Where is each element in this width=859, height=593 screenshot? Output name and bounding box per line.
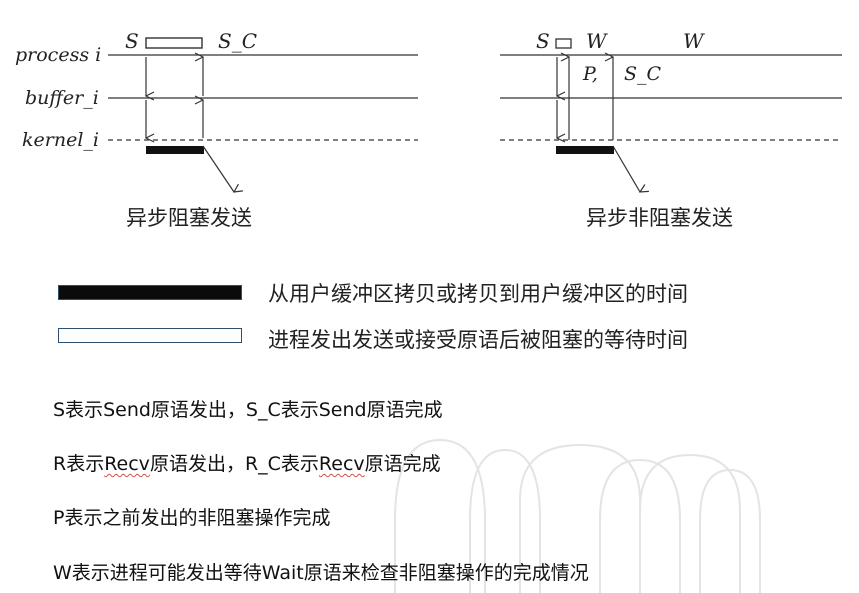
note-p: P表示之前发出的非阻塞操作完成 (53, 507, 331, 529)
legend-white-swatch (58, 328, 242, 343)
note-recv-b: Recv (104, 453, 150, 475)
right-timing-diagram: S W W P, S_C (500, 29, 842, 200)
legend-white-label: 进程发出发送或接受原语后被阻塞的等待时间 (268, 328, 688, 352)
copy-time-bar (556, 146, 614, 154)
legend-black-swatch (58, 285, 242, 300)
blocked-wait-bar (145, 37, 203, 49)
label-s: S (125, 29, 139, 53)
right-caption: 异步非阻塞发送 (586, 206, 733, 230)
note-send-b: Send (103, 399, 151, 421)
note-send: S表示Send原语发出，S_C表示Send原语完成 (53, 395, 443, 422)
note-recv: R表示Recv原语发出，R_C表示Recv原语完成 (53, 449, 441, 476)
note-send-a: S表示 (53, 399, 104, 421)
note-w: W表示进程可能发出等待Wait原语来检查非阻塞操作的完成情况 (53, 562, 589, 584)
legend-black-label: 从用户缓冲区拷贝或拷贝到用户缓冲区的时间 (268, 282, 688, 306)
label-s: S (536, 29, 550, 53)
row-label-kernel: kernel_i (22, 129, 99, 151)
label-s-c: S_C (624, 63, 662, 85)
caption-pointer (202, 145, 234, 192)
label-p: P, (582, 63, 598, 85)
note-recv-a: R表示 (53, 453, 105, 475)
left-caption: 异步阻塞发送 (126, 206, 252, 230)
note-send-d: Send (318, 399, 367, 421)
copy-time-bar (146, 146, 204, 154)
label-w-2: W (683, 29, 705, 53)
left-timing-diagram: process i buffer_i kernel_i S S_C (15, 29, 418, 200)
caption-pointer (612, 145, 640, 192)
label-w-1: W (586, 29, 608, 53)
row-label-process: process i (15, 44, 101, 66)
label-s-c: S_C (218, 29, 257, 53)
note-recv-c: 原语发出，R_C表示 (149, 453, 319, 475)
note-recv-d: Recv (318, 453, 365, 475)
note-recv-e: 原语完成 (364, 453, 441, 475)
row-label-buffer: buffer_i (25, 87, 99, 109)
note-send-e: 原语完成 (366, 399, 443, 421)
note-send-c: 原语发出，S_C表示 (150, 399, 319, 421)
blocked-wait-bar-small (555, 38, 572, 49)
